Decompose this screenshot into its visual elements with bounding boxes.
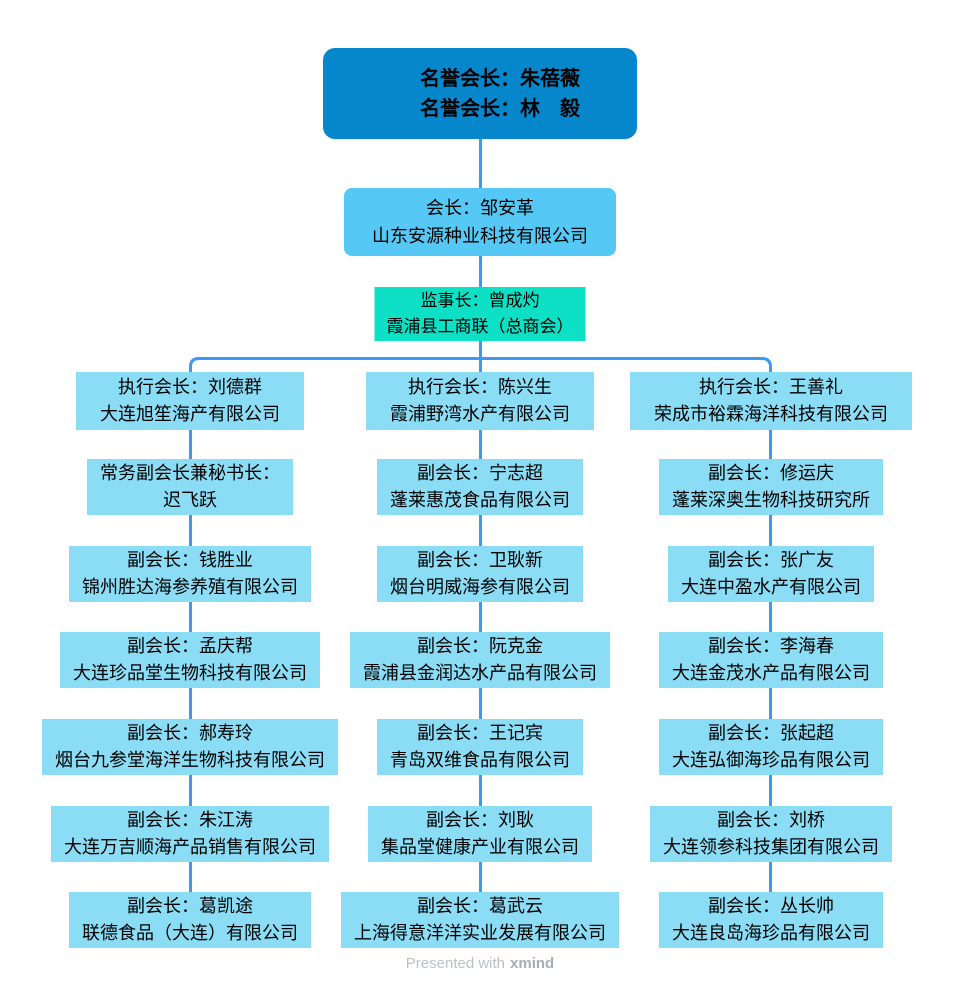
- node-line: 执行会长：刘德群: [118, 377, 262, 397]
- node-line: 副会长：张起超: [708, 723, 834, 743]
- node-line: 蓬莱深奥生物科技研究所: [672, 490, 870, 510]
- org-node-col2-row6[interactable]: 副会长：丛长帅 大连良岛海珍品有限公司: [659, 892, 883, 948]
- org-node-col1-row3[interactable]: 副会长：阮克金 霞浦县金润达水产品有限公司: [350, 632, 610, 688]
- node-line: 名誉会长：朱蓓薇: [420, 67, 580, 90]
- org-node-col2-row5[interactable]: 副会长：刘桥 大连领参科技集团有限公司: [650, 806, 892, 862]
- node-line: 大连弘御海珍品有限公司: [672, 750, 870, 770]
- node-line: 霞浦县金润达水产品有限公司: [363, 663, 597, 683]
- org-node-col0-row6[interactable]: 副会长：葛凯途 联德食品（大连）有限公司: [69, 892, 311, 948]
- node-line: 大连金茂水产品有限公司: [672, 663, 870, 683]
- node-line: 集品堂健康产业有限公司: [381, 837, 579, 857]
- node-line: 烟台九参堂海洋生物科技有限公司: [55, 750, 325, 770]
- org-node-col2-row4[interactable]: 副会长：张起超 大连弘御海珍品有限公司: [659, 719, 883, 775]
- node-line: 副会长：郝寿玲: [127, 723, 253, 743]
- node-line: 青岛双维食品有限公司: [390, 750, 570, 770]
- node-line: 大连旭笙海产有限公司: [100, 404, 280, 424]
- org-node-col0-row5[interactable]: 副会长：朱江涛 大连万吉顺海产品销售有限公司: [51, 806, 329, 862]
- watermark-prefix: Presented with: [405, 955, 506, 972]
- node-line: 副会长：王记宾: [417, 723, 543, 743]
- node-line: 大连珍品堂生物科技有限公司: [73, 663, 307, 683]
- node-line: 副会长：刘桥: [717, 810, 825, 830]
- node-line: 副会长：钱胜业: [127, 550, 253, 570]
- node-line: 名誉会长：林 毅: [420, 97, 580, 120]
- node-line: 副会长：葛凯途: [127, 896, 253, 916]
- node-line: 迟飞跃: [163, 490, 217, 510]
- node-line: 副会长：刘耿: [426, 810, 534, 830]
- node-line: 执行会长：陈兴生: [408, 377, 552, 397]
- node-line: 山东安源种业科技有限公司: [372, 226, 588, 246]
- node-line: 会长：邹安革: [426, 198, 534, 218]
- node-line: 联德食品（大连）有限公司: [82, 923, 298, 943]
- node-line: 执行会长：王善礼: [699, 377, 843, 397]
- org-node-honorary-presidents[interactable]: 名誉会长：朱蓓薇 名誉会长：林 毅: [323, 48, 637, 139]
- node-line: 锦州胜达海参养殖有限公司: [82, 577, 298, 597]
- watermark-brand: xmind: [510, 955, 555, 972]
- node-line: 霞浦县工商联（总商会）: [386, 317, 574, 336]
- org-node-col2-row0[interactable]: 执行会长：王善礼 荣成市裕霖海洋科技有限公司: [630, 372, 912, 430]
- node-line: 上海得意洋洋实业发展有限公司: [354, 923, 606, 943]
- node-line: 副会长：卫耿新: [417, 550, 543, 570]
- node-line: 大连领参科技集团有限公司: [663, 837, 879, 857]
- org-node-col2-row3[interactable]: 副会长：李海春 大连金茂水产品有限公司: [659, 632, 883, 688]
- node-line: 霞浦野湾水产有限公司: [390, 404, 570, 424]
- node-line: 蓬莱惠茂食品有限公司: [390, 490, 570, 510]
- org-node-col1-row0[interactable]: 执行会长：陈兴生 霞浦野湾水产有限公司: [366, 372, 594, 430]
- org-node-col0-row4[interactable]: 副会长：郝寿玲 烟台九参堂海洋生物科技有限公司: [42, 719, 338, 775]
- node-line: 大连中盈水产有限公司: [681, 577, 861, 597]
- org-node-president[interactable]: 会长：邹安革 山东安源种业科技有限公司: [344, 188, 616, 256]
- org-node-col0-row0[interactable]: 执行会长：刘德群 大连旭笙海产有限公司: [76, 372, 304, 430]
- connector-branch-rail: [189, 357, 772, 898]
- node-line: 副会长：阮克金: [417, 636, 543, 656]
- org-node-col1-row1[interactable]: 副会长：宁志超 蓬莱惠茂食品有限公司: [377, 459, 583, 515]
- node-line: 荣成市裕霖海洋科技有限公司: [654, 404, 888, 424]
- node-line: 副会长：宁志超: [417, 463, 543, 483]
- org-node-col1-row2[interactable]: 副会长：卫耿新 烟台明威海参有限公司: [377, 546, 583, 602]
- node-line: 副会长：李海春: [708, 636, 834, 656]
- node-line: 大连万吉顺海产品销售有限公司: [64, 837, 316, 857]
- node-line: 大连良岛海珍品有限公司: [672, 923, 870, 943]
- org-node-col1-row5[interactable]: 副会长：刘耿 集品堂健康产业有限公司: [368, 806, 592, 862]
- node-line: 监事长：曾成灼: [420, 291, 540, 310]
- org-node-col1-row4[interactable]: 副会长：王记宾 青岛双维食品有限公司: [377, 719, 583, 775]
- node-line: 副会长：孟庆帮: [127, 636, 253, 656]
- node-line: 烟台明威海参有限公司: [390, 577, 570, 597]
- node-line: 副会长：修运庆: [708, 463, 834, 483]
- node-line: 副会长：张广友: [708, 550, 834, 570]
- org-node-col1-row6[interactable]: 副会长：葛武云 上海得意洋洋实业发展有限公司: [341, 892, 619, 948]
- node-line: 常务副会长兼秘书长：: [100, 463, 280, 483]
- org-node-col2-row2[interactable]: 副会长：张广友 大连中盈水产有限公司: [668, 546, 874, 602]
- org-node-col0-row2[interactable]: 副会长：钱胜业 锦州胜达海参养殖有限公司: [69, 546, 311, 602]
- node-line: 副会长：葛武云: [417, 896, 543, 916]
- node-line: 副会长：朱江涛: [127, 810, 253, 830]
- node-line: 副会长：丛长帅: [708, 896, 834, 916]
- org-node-col0-row3[interactable]: 副会长：孟庆帮 大连珍品堂生物科技有限公司: [60, 632, 320, 688]
- org-node-supervisor[interactable]: 监事长：曾成灼 霞浦县工商联（总商会）: [374, 287, 586, 341]
- org-node-col0-row1[interactable]: 常务副会长兼秘书长： 迟飞跃: [87, 459, 293, 515]
- org-node-col2-row1[interactable]: 副会长：修运庆 蓬莱深奥生物科技研究所: [659, 459, 883, 515]
